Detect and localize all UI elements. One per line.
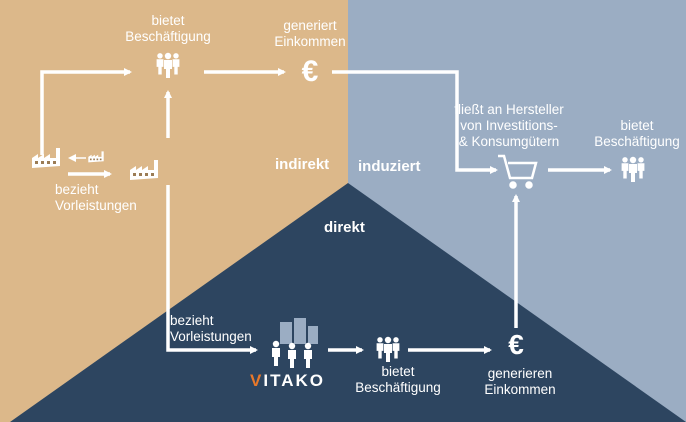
- euro-icon: €: [301, 55, 319, 88]
- induced-employment-label: bietet Beschäftigung: [594, 118, 680, 149]
- vitako-logo: VITAKO: [250, 371, 325, 391]
- direct-income-label: generieren Einkommen: [484, 366, 556, 397]
- direct-employment-label: bietet Beschäftigung: [355, 364, 441, 395]
- arrow-to-cart: [332, 70, 498, 174]
- euro-icon: €: [508, 329, 524, 360]
- direct-region: [10, 183, 686, 422]
- direct-supply-label: bezieht Vorleistungen: [170, 313, 252, 344]
- people-icon: [157, 53, 180, 78]
- arrow-supplier-to-vitako: [166, 185, 258, 354]
- flow-arrows: [40, 68, 612, 354]
- indirect-supply-label: bezieht Vorleistungen: [55, 182, 137, 213]
- vitako-logo-rest: ITAKO: [263, 371, 325, 390]
- indirect-employment-label: bietet Beschäftigung: [125, 13, 211, 44]
- region-label-indirect: indirekt: [275, 156, 330, 173]
- vitako-logo-v: V: [250, 371, 264, 390]
- shopping-cart-icon: [498, 154, 538, 189]
- induced-flow-label: fließt an Hersteller von Investitions- &…: [454, 102, 564, 149]
- people-icon: [622, 157, 645, 182]
- indirect-income-label: generiert Einkommen: [274, 18, 346, 49]
- office-buildings-icon: [272, 318, 318, 368]
- people-icon: [377, 337, 400, 362]
- arrow-to-indirect-employment: [40, 68, 132, 155]
- region-label-induced: induziert: [358, 158, 421, 175]
- region-label-direct: direkt: [324, 219, 365, 236]
